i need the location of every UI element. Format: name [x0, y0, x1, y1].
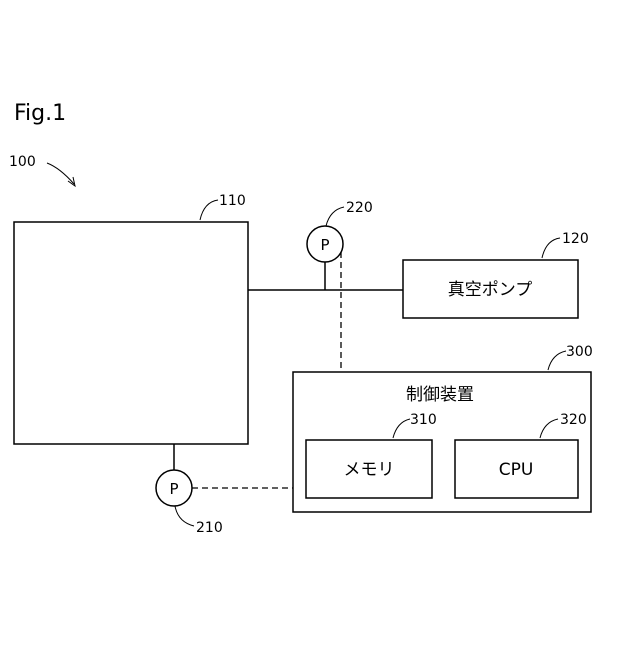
- system-ref: 100: [9, 154, 36, 170]
- figure-label: Fig.1: [14, 101, 66, 126]
- gauge-bottom-ref: 210: [196, 520, 223, 536]
- gauge-top-ref: 220: [346, 200, 373, 216]
- chamber-ref-leader: [200, 200, 218, 220]
- system-leader-arrow: [47, 163, 74, 184]
- memory-ref: 310: [410, 412, 437, 428]
- gauge-top-symbol: P: [320, 236, 329, 254]
- memory-label: メモリ: [344, 460, 395, 480]
- chamber-ref: 110: [219, 193, 246, 209]
- controller-ref-leader: [548, 351, 566, 370]
- cpu-label: CPU: [499, 460, 534, 480]
- controller-label: 制御装置: [406, 385, 474, 405]
- chamber-box: [14, 222, 248, 444]
- vacuum-pump-ref: 120: [562, 231, 589, 247]
- gauge-bottom-symbol: P: [169, 480, 178, 498]
- controller-ref: 300: [566, 344, 593, 360]
- gauge-top-ref-leader: [326, 207, 344, 226]
- cpu-ref-leader: [540, 419, 558, 438]
- vacuum-pump-label: 真空ポンプ: [448, 280, 533, 300]
- gauge-bottom-ref-leader: [175, 506, 194, 526]
- cpu-ref: 320: [560, 412, 587, 428]
- memory-ref-leader: [393, 419, 410, 438]
- vacuum-pump-ref-leader: [542, 238, 560, 258]
